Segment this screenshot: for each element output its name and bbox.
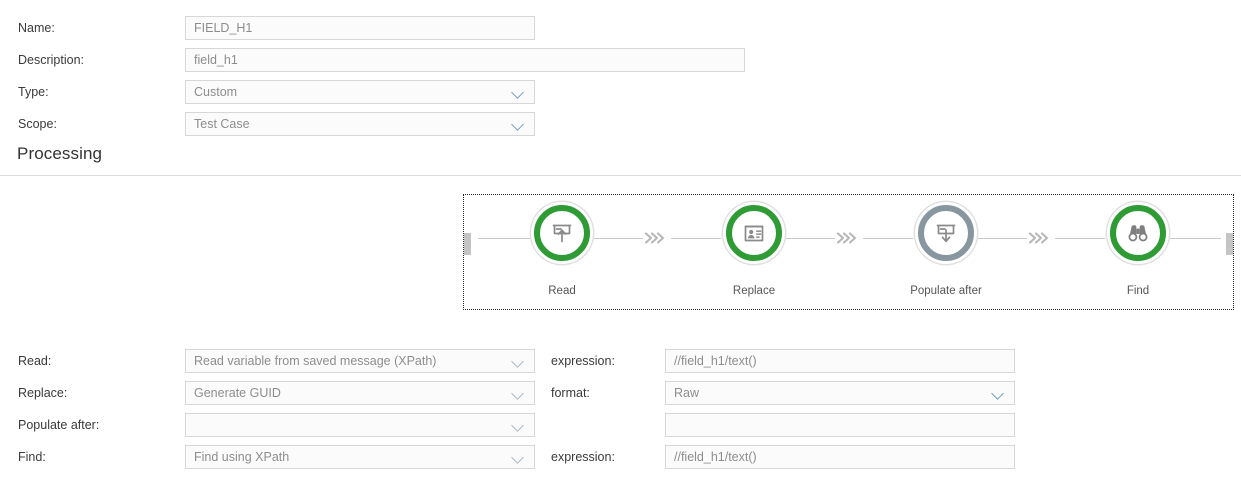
replace-select-value: Generate GUID — [194, 386, 281, 400]
node-status-ring — [726, 205, 782, 261]
triple-chevron-right-icon — [1027, 228, 1051, 248]
find-select-value: Find using XPath — [194, 450, 290, 464]
flow-connector — [977, 238, 1027, 239]
name-input[interactable]: FIELD_H1 — [185, 16, 535, 40]
flow-connector — [593, 238, 643, 239]
flow-node-label: Replace — [732, 285, 776, 297]
chevron-down-icon — [512, 117, 526, 131]
replace-label: Replace: — [18, 386, 68, 400]
flow-connector — [478, 238, 530, 239]
triple-chevron-right-icon — [643, 228, 667, 248]
replace-format-select[interactable]: Raw — [665, 381, 1015, 405]
replace-format-label-wrap: format: — [551, 381, 590, 405]
read-expression-label-wrap: expression: — [551, 349, 615, 373]
flow-node-label: Populate after — [910, 285, 982, 297]
chevron-down-icon — [512, 354, 526, 368]
scope-select[interactable]: Test Case — [185, 112, 535, 136]
triple-chevron-right-icon — [835, 228, 859, 248]
chevron-down-icon — [512, 85, 526, 99]
populate-after-row-label-wrap: Populate after: — [18, 413, 99, 437]
type-label: Type: — [18, 85, 49, 99]
replace-format-label: format: — [551, 386, 590, 400]
section-divider — [0, 175, 1241, 176]
replace-select[interactable]: Generate GUID — [185, 381, 535, 405]
find-row-label-wrap: Find: — [18, 445, 46, 469]
replace-row-label-wrap: Replace: — [18, 381, 67, 405]
chevron-down-icon — [512, 386, 526, 400]
type-select[interactable]: Custom — [185, 80, 535, 104]
form-row-description: Description: — [18, 48, 84, 72]
name-input-value: FIELD_H1 — [194, 21, 253, 35]
find-expression-value: //field_h1/text() — [674, 450, 757, 464]
chevron-down-icon — [512, 418, 526, 432]
form-row-scope: Scope: — [18, 112, 57, 136]
read-row-label-wrap: Read: — [18, 349, 51, 373]
flow-node-read[interactable]: Read — [530, 201, 594, 297]
flow-node-label: Read — [548, 285, 576, 297]
find-label: Find: — [18, 450, 46, 464]
read-expression-input[interactable]: //field_h1/text() — [665, 349, 1015, 373]
chevron-down-icon — [512, 450, 526, 464]
read-select-value: Read variable from saved message (XPath) — [194, 354, 437, 368]
form-row-name: Name: — [18, 16, 55, 40]
read-select[interactable]: Read variable from saved message (XPath) — [185, 349, 535, 373]
description-input[interactable]: field_h1 — [185, 48, 745, 72]
tray-up-arrow-icon — [530, 201, 594, 265]
processing-flow-diagram[interactable]: Read — [463, 194, 1234, 310]
scope-select-value: Test Case — [194, 117, 250, 131]
find-expression-input[interactable]: //field_h1/text() — [665, 445, 1015, 469]
binoculars-icon — [1106, 201, 1170, 265]
processing-heading: Processing — [17, 144, 103, 163]
find-expression-label: expression: — [551, 450, 615, 464]
find-select[interactable]: Find using XPath — [185, 445, 535, 469]
form-row-type: Type: — [18, 80, 49, 104]
flow-connector — [671, 238, 721, 239]
name-label: Name: — [18, 21, 55, 35]
description-label: Description: — [18, 53, 84, 67]
flow-connector — [863, 238, 913, 239]
flow-node-find[interactable]: Find — [1106, 201, 1170, 297]
read-label: Read: — [18, 354, 52, 368]
flow-scroll-handle-left[interactable] — [464, 233, 471, 255]
flow-connector — [785, 238, 835, 239]
replace-format-value: Raw — [674, 386, 700, 400]
flow-scroll-handle-right[interactable] — [1226, 233, 1233, 255]
flow-connector — [1055, 238, 1105, 239]
flow-node-label: Find — [1126, 285, 1150, 297]
flow-connector — [1169, 238, 1221, 239]
read-expression-label: expression: — [551, 354, 615, 368]
tray-down-arrow-icon — [914, 201, 978, 265]
find-expression-label-wrap: expression: — [551, 445, 615, 469]
populate-after-select[interactable] — [185, 413, 535, 437]
id-card-icon — [722, 201, 786, 265]
flow-node-populate-after[interactable]: Populate after — [910, 201, 982, 297]
populate-after-label: Populate after: — [18, 418, 100, 432]
chevron-down-icon — [992, 386, 1006, 400]
populate-after-value-input[interactable] — [665, 413, 1015, 437]
read-expression-value: //field_h1/text() — [674, 354, 757, 368]
description-input-value: field_h1 — [194, 53, 238, 67]
type-select-value: Custom — [194, 85, 238, 99]
scope-label: Scope: — [18, 117, 57, 131]
flow-node-replace[interactable]: Replace — [722, 201, 786, 297]
